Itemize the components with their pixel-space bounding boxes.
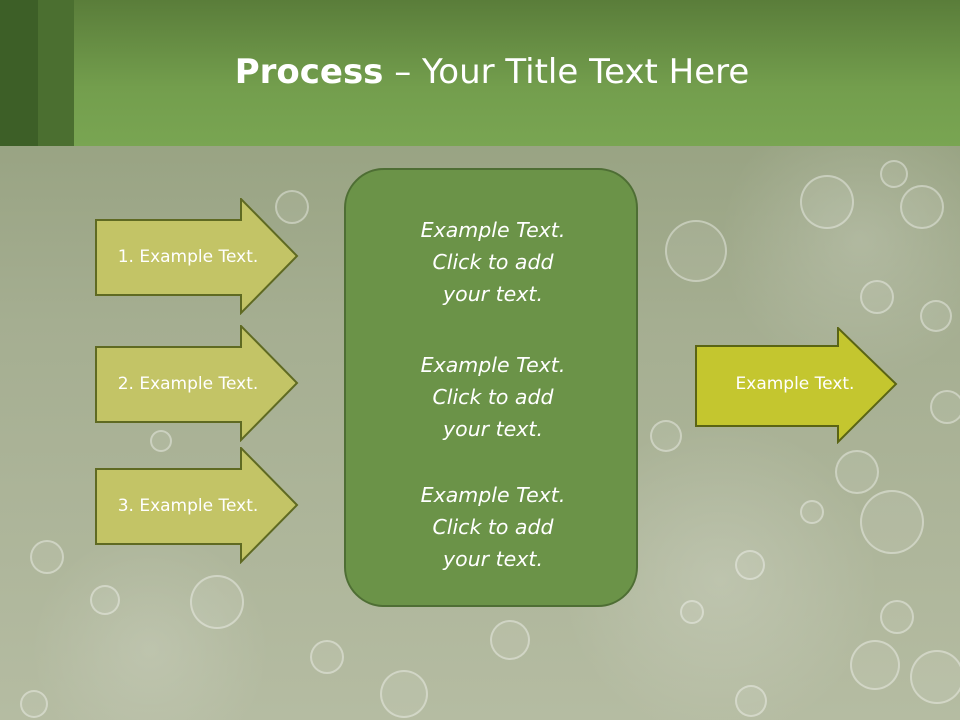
left-arrow-2-label: 2. Example Text.: [117, 373, 259, 394]
right-arrow-label: Example Text.: [735, 374, 855, 394]
title-bar: [0, 0, 960, 146]
header-accent-block: [38, 0, 74, 146]
text-line: your text.: [443, 417, 543, 441]
text-line: Example Text.: [420, 483, 566, 507]
left-arrow-1[interactable]: 1. Example Text.: [95, 198, 299, 315]
left-arrow-3-label: 3. Example Text.: [117, 495, 259, 516]
text-line: Click to add: [432, 250, 554, 274]
left-arrow-3[interactable]: 3. Example Text.: [95, 447, 299, 564]
center-text-block-1: Example Text. Click to add your text.: [346, 214, 640, 310]
arrow-shape: [95, 325, 299, 442]
left-arrow-2[interactable]: 2. Example Text.: [95, 325, 299, 442]
text-line: your text.: [443, 547, 543, 571]
text-line: Example Text.: [420, 218, 566, 242]
text-line: Click to add: [432, 385, 554, 409]
center-content-box[interactable]: Example Text. Click to add your text. Ex…: [344, 168, 638, 607]
arrow-shape: [695, 327, 898, 444]
center-text-block-3: Example Text. Click to add your text.: [346, 479, 640, 575]
text-line: Click to add: [432, 515, 554, 539]
slide-title[interactable]: Process – Your Title Text Here: [0, 52, 960, 92]
center-text-block-2: Example Text. Click to add your text.: [346, 349, 640, 445]
arrow-shape: [95, 447, 299, 564]
text-line: Example Text.: [420, 353, 566, 377]
right-arrow[interactable]: Example Text.: [695, 327, 899, 444]
arrow-shape: [95, 198, 299, 315]
title-bold-part: Process: [234, 52, 384, 92]
header-accent-block: [0, 0, 38, 146]
left-arrow-1-label: 1. Example Text.: [117, 246, 259, 267]
title-rest-part: – Your Title Text Here: [383, 52, 750, 92]
text-line: your text.: [443, 282, 543, 306]
